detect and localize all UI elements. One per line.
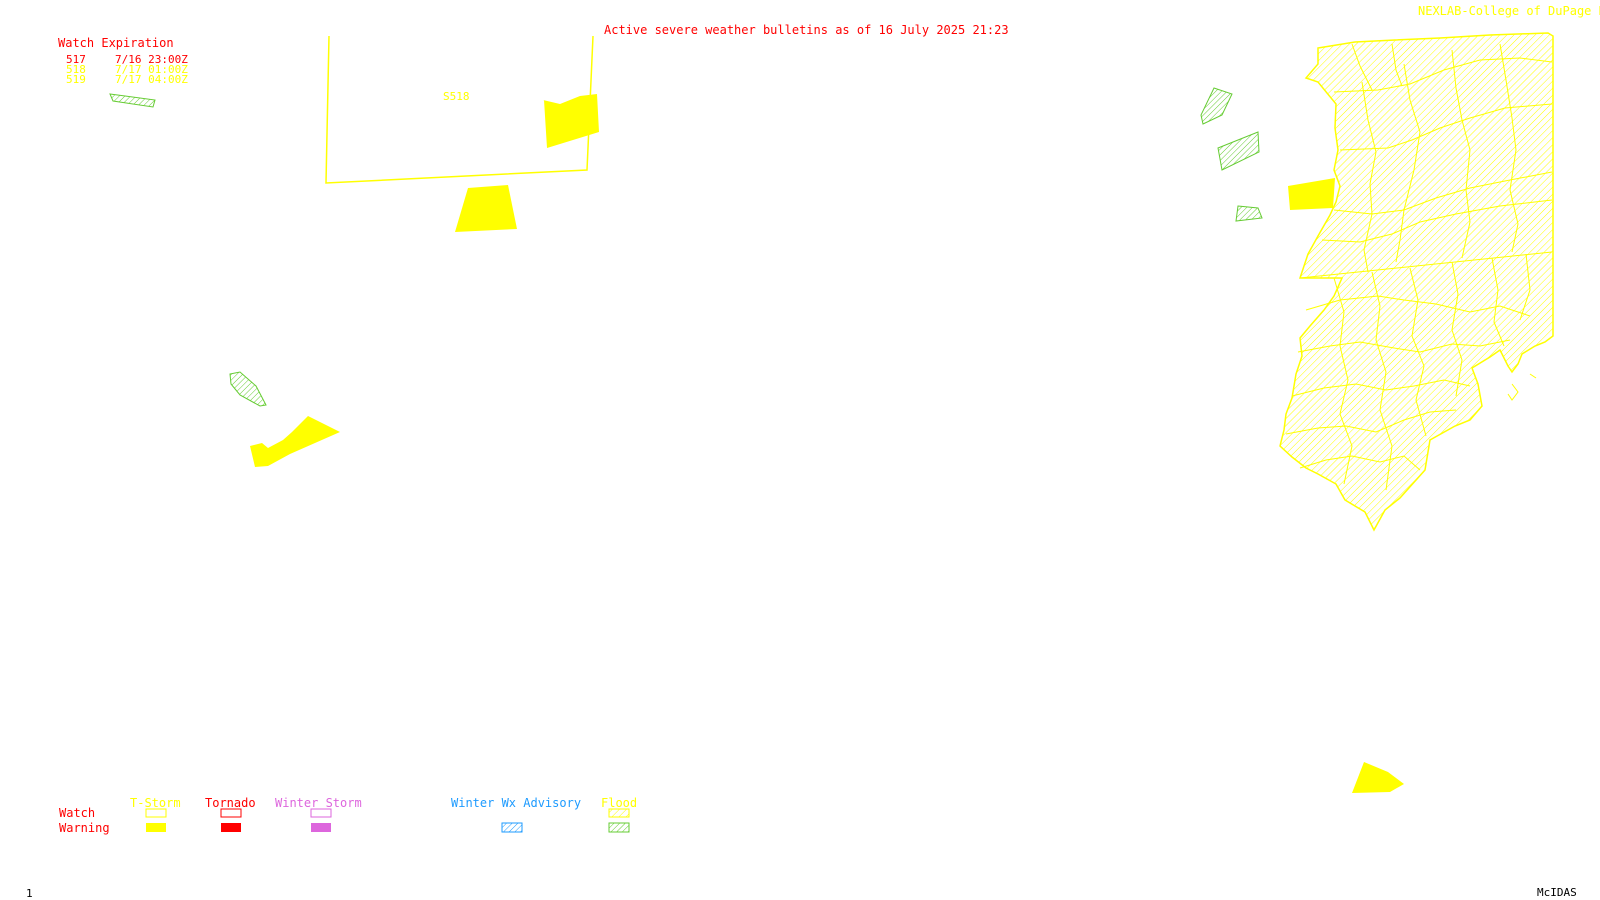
legend-row-warning: Warning xyxy=(59,821,110,835)
legend-winter-advisory-label: Winter Wx Advisory xyxy=(451,796,582,810)
tstorm-warning-polygon xyxy=(1352,762,1404,793)
watch-id: 518 xyxy=(66,63,86,76)
legend-tornado-label: Tornado xyxy=(205,796,256,810)
watch-id: 517 xyxy=(66,53,86,66)
watch-expiration-table: Watch Expiration 517 7/16 23:00Z 518 7/1… xyxy=(58,36,188,87)
legend-tornado-watch-swatch xyxy=(220,808,242,818)
watch-expiration-heading: Watch Expiration xyxy=(58,36,174,50)
legend-winter-storm-watch-swatch xyxy=(310,808,332,818)
watch-box-label: S518 xyxy=(443,90,470,103)
legend-flood-label: Flood xyxy=(601,796,638,810)
legend-flood-watch-swatch xyxy=(608,808,630,818)
flood-warning-polygon xyxy=(1217,131,1260,171)
legend-tstorm-label: T-Storm xyxy=(130,796,181,810)
credit-text: NEXLAB-College of DuPage R xyxy=(1418,4,1600,18)
watch-expires: 7/17 01:00Z xyxy=(115,63,188,76)
frame-number: 1 xyxy=(26,887,33,900)
watch-row: 519 7/17 04:00Z xyxy=(58,73,188,86)
flood-warning-polygon xyxy=(229,371,267,407)
tstorm-warning-polygon xyxy=(1288,178,1335,210)
flood-warning-polygon xyxy=(1235,205,1263,222)
watch-expires: 7/17 04:00Z xyxy=(115,73,188,86)
flood-watch-region xyxy=(1279,32,1554,532)
tstorm-warning-polygon xyxy=(250,416,340,467)
watch-expires: 7/16 23:00Z xyxy=(115,53,188,66)
legend-row-watch: Watch xyxy=(59,806,96,820)
watch-row: 517 7/16 23:00Z xyxy=(58,53,188,66)
watch-row: 518 7/17 01:00Z xyxy=(58,63,188,76)
tstorm-warning-polygon xyxy=(543,94,599,148)
flood-warning-polygon xyxy=(109,93,156,108)
software-label: McIDAS xyxy=(1537,886,1577,899)
watch-id: 519 xyxy=(66,73,86,86)
bulletin-title: Active severe weather bulletins as of 16… xyxy=(604,23,1009,37)
tstorm-warning-polygon xyxy=(455,185,517,232)
legend-tornado-warning-swatch xyxy=(221,823,241,832)
flood-warning-polygon xyxy=(1200,87,1233,125)
legend-tstorm-warning-swatch xyxy=(146,823,166,832)
legend-flood-warning-swatch xyxy=(608,822,630,833)
legend-winter-advisory-swatch xyxy=(501,822,523,833)
legend-winter-storm-label: Winter Storm xyxy=(275,796,362,810)
legend-tstorm-watch-swatch xyxy=(145,808,167,818)
legend-winter-storm-warning-swatch xyxy=(311,823,331,832)
legend-swatches xyxy=(145,808,630,833)
